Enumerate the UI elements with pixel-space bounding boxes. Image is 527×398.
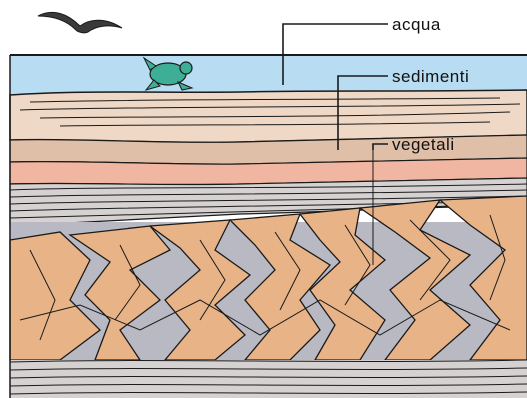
label-plants: vegetali	[392, 135, 455, 154]
turtle-icon	[144, 58, 192, 90]
label-sediments: sedimenti	[392, 67, 469, 86]
bottom-strata	[10, 360, 527, 398]
label-water: acqua	[392, 15, 441, 34]
